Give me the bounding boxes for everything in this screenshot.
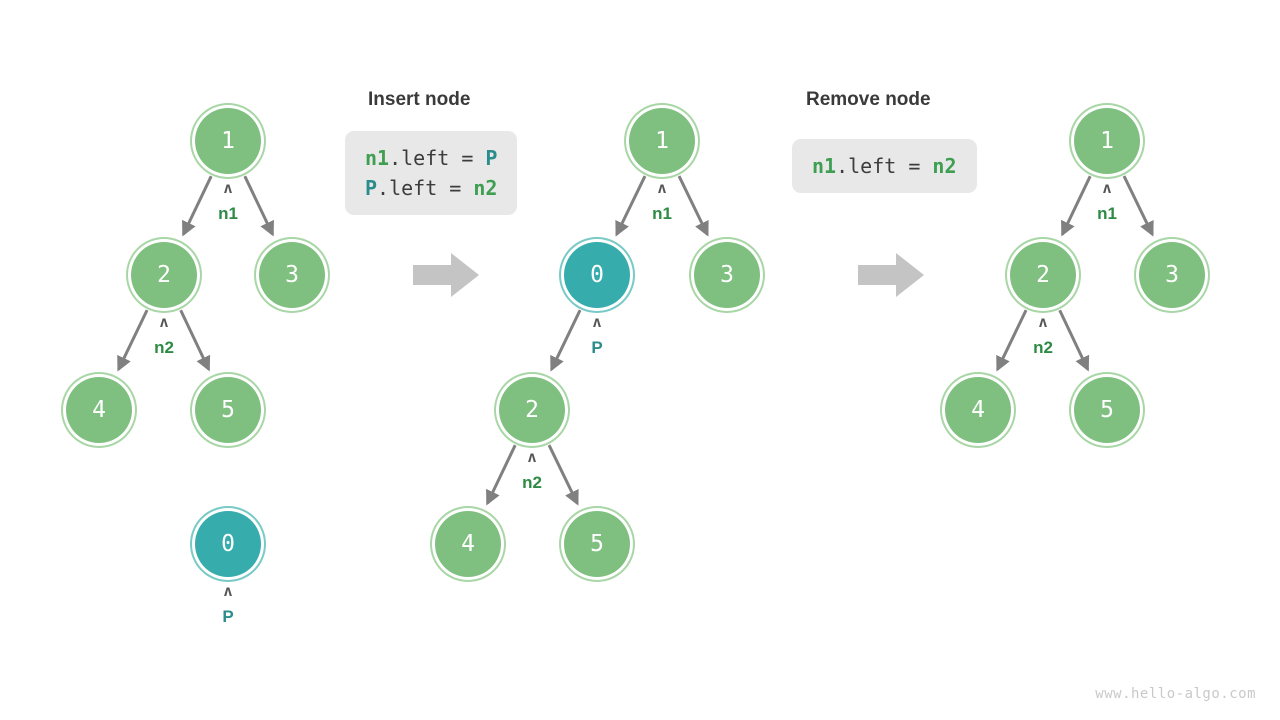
- tree-node: 3: [694, 242, 760, 308]
- transition-arrow-remove: [858, 253, 924, 297]
- pointer-name: n1: [218, 204, 238, 223]
- code-token: .left =: [836, 154, 933, 178]
- pointer-name: n2: [154, 338, 174, 357]
- code-token: n1: [365, 146, 390, 170]
- pointer-name: P: [591, 338, 603, 357]
- caret-icon: ʌ: [1038, 313, 1048, 331]
- code-token: .left =: [377, 176, 474, 200]
- watermark: www.hello-algo.com: [1095, 686, 1256, 702]
- pointer-name: P: [222, 607, 234, 626]
- code-token: n2: [473, 176, 498, 200]
- code-line: n1.left = n2: [812, 151, 957, 181]
- transition-arrow-insert: [413, 253, 479, 297]
- code-token: .left =: [389, 146, 486, 170]
- pointer-label-n2: ʌ n2: [497, 448, 567, 492]
- tree-node: 4: [66, 377, 132, 443]
- code-line: P.left = n2: [365, 173, 497, 203]
- tree-node: 2: [1010, 242, 1076, 308]
- code-line: n1.left = P: [365, 143, 497, 173]
- caret-icon: ʌ: [527, 448, 537, 466]
- pointer-name: n2: [1033, 338, 1053, 357]
- right-arrow-icon: [413, 253, 479, 297]
- caret-icon: ʌ: [657, 179, 667, 197]
- pointer-name: n1: [652, 204, 672, 223]
- pointer-label-n2: ʌ n2: [1008, 313, 1078, 357]
- tree-node: 3: [259, 242, 325, 308]
- tree-node: 3: [1139, 242, 1205, 308]
- section-title: Remove node: [806, 89, 931, 110]
- pointer-label-n2: ʌ n2: [129, 313, 199, 357]
- tree-node: 1: [195, 108, 261, 174]
- tree-node: 2: [131, 242, 197, 308]
- pointer-name: n1: [1097, 204, 1117, 223]
- tree-node: 0: [564, 242, 630, 308]
- tree-node: 4: [945, 377, 1011, 443]
- caret-icon: ʌ: [223, 582, 233, 600]
- pointer-name: n2: [522, 473, 542, 492]
- caret-icon: ʌ: [159, 313, 169, 331]
- remove-code: n1.left = n2: [792, 139, 977, 193]
- tree-node: 2: [499, 377, 565, 443]
- caret-icon: ʌ: [1102, 179, 1112, 197]
- tree-node: 5: [1074, 377, 1140, 443]
- tree-node: 1: [629, 108, 695, 174]
- tree-node: 5: [195, 377, 261, 443]
- code-token: n1: [812, 154, 837, 178]
- tree-node: 4: [435, 511, 501, 577]
- tree-node: 0: [195, 511, 261, 577]
- section-title: Insert node: [368, 89, 471, 110]
- code-token: P: [365, 176, 378, 200]
- code-token: n2: [932, 154, 957, 178]
- right-arrow-icon: [858, 253, 924, 297]
- caret-icon: ʌ: [592, 313, 602, 331]
- pointer-label-n1: ʌ n1: [627, 179, 697, 223]
- tree-node: 1: [1074, 108, 1140, 174]
- tree-node: 5: [564, 511, 630, 577]
- pointer-label-n1: ʌ n1: [193, 179, 263, 223]
- caret-icon: ʌ: [223, 179, 233, 197]
- code-token: P: [485, 146, 498, 170]
- pointer-label-n1: ʌ n1: [1072, 179, 1142, 223]
